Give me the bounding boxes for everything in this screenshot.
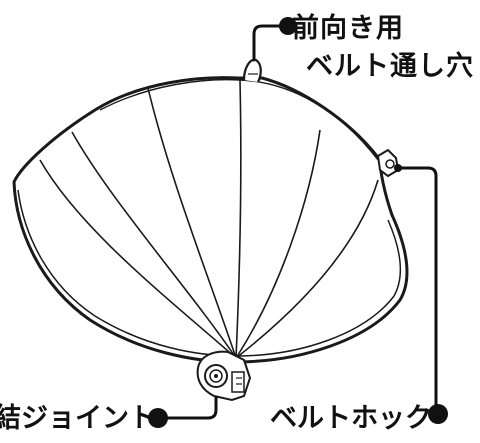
label-front-belt-slot-line2: ベルト通し穴 (306, 51, 474, 82)
seam-3 (147, 87, 237, 359)
seam-4 (235, 79, 242, 359)
label-front-belt-slot-line1: 前向き用 (292, 13, 404, 44)
marker-belt-hook (428, 404, 448, 424)
label-joint: 結ジョイント (0, 403, 156, 434)
label-belt-hook: ベルトホック (270, 403, 432, 434)
leader-markers (148, 17, 448, 428)
seam-6 (235, 179, 379, 359)
leader-lines (164, 24, 438, 420)
leader-front-slot (252, 24, 284, 62)
leader-joint (164, 396, 218, 420)
marker-hook-end (394, 164, 402, 172)
marker-front-slot (279, 17, 297, 35)
joint-mechanism (196, 350, 252, 402)
canopy-seams (39, 79, 379, 359)
leader-belt-hook (396, 166, 438, 408)
front-belt-slot (242, 58, 262, 83)
seam-1 (39, 159, 237, 359)
canopy-outline (12, 76, 409, 364)
canopy-ridge (99, 78, 379, 161)
marker-joint (148, 408, 168, 428)
seam-5 (235, 129, 321, 359)
seam-2 (71, 131, 237, 359)
